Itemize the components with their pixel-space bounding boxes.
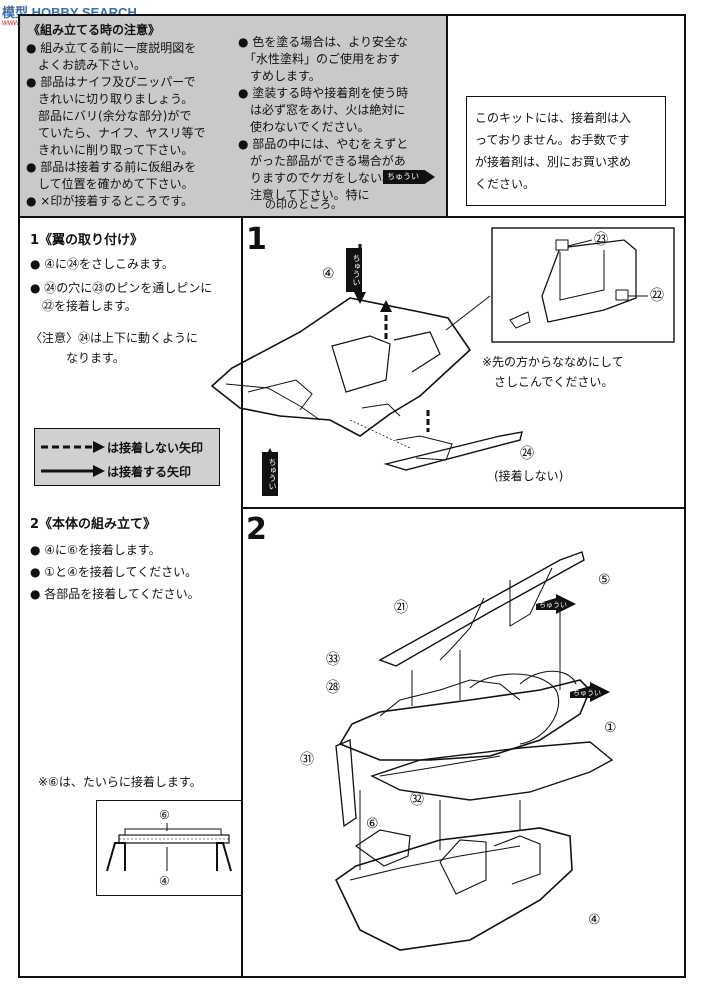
caution-tag-label: ちゅうい xyxy=(573,689,601,697)
divider-h1 xyxy=(20,216,684,218)
caution-tag: ちゅうい xyxy=(570,687,607,699)
precaution-item: 「水性塗料」のご使用をおす xyxy=(238,52,401,66)
divider-top xyxy=(446,16,448,216)
notice-line: ください。 xyxy=(475,177,536,191)
step1-note: 〈注意〉㉔は上下に動くように xyxy=(30,331,199,345)
caution-tag: ちゅうい xyxy=(536,599,573,611)
step1-note: なります。 xyxy=(30,351,125,365)
no-glue-label: (接着しない) xyxy=(494,469,564,483)
step1-item: ● ㉔の穴に㉓のピンを通しピンに xyxy=(30,281,213,295)
precaution-item: ● 塗装する時や接着剤を使う時 xyxy=(238,86,409,100)
part-label-24: ㉔ xyxy=(520,446,534,462)
precaution-item: りますのでケガをしない様、 xyxy=(238,171,407,185)
adhesive-notice: このキットには、接着剤は入 っておりません。お手数です が接着剤は、別にお買い求… xyxy=(466,96,666,206)
inset-label-4: ④ xyxy=(159,874,170,888)
precaution-item: 注意して下さい。特に xyxy=(238,188,370,202)
precaution-item: きれいに切り取りましょう。 xyxy=(26,92,194,106)
step2-item: ● ④に⑥を接着します。 xyxy=(30,543,161,557)
precautions-title: 《組み立てる時の注意》 xyxy=(28,23,161,37)
caution-tag-label: ちゅうい xyxy=(352,254,361,286)
legend-arrows xyxy=(41,441,105,477)
notice-line: このキットには、接着剤は入 xyxy=(475,111,632,125)
part-label-31: ㉛ xyxy=(300,752,314,768)
step1-item: ㉒を接着します。 xyxy=(30,299,137,313)
step2-item: ● 各部品を接着してください。 xyxy=(30,587,200,601)
precaution-item: ● 組み立てる前に一度説明図を xyxy=(26,41,197,55)
inset-label-6: ⑥ xyxy=(159,808,170,822)
part-label-5: ⑤ xyxy=(598,572,611,588)
part-label-28: ㉘ xyxy=(326,680,340,696)
caution-tag-label: ちゅうい xyxy=(387,172,419,181)
part-label-4: ④ xyxy=(322,266,335,282)
caution-tag-label: ちゅうい xyxy=(539,601,567,609)
cross-section-drawing xyxy=(106,823,232,872)
divider-v xyxy=(241,218,243,976)
detail-note: さしこんでください。 xyxy=(482,375,614,389)
notice-line: っておりません。お手数です xyxy=(475,133,630,147)
caution-tag-vertical: ちゅうい xyxy=(262,452,278,496)
step1-title: 1《翼の取り付け》 xyxy=(30,233,144,248)
step1-item: ● ④に㉔をさしこみます。 xyxy=(30,257,174,271)
detail-note: ※先の方からななめにして xyxy=(482,355,624,369)
caution-tag-label: ちゅうい xyxy=(268,458,277,490)
part-label-21: ㉑ xyxy=(394,600,408,616)
legend-dashed-label: は接着しない矢印 xyxy=(107,441,204,455)
legend-solid-label: は接着する矢印 xyxy=(107,465,192,479)
cross-section-inset: ⑥ ④ xyxy=(96,800,242,896)
precaution-item: 部品にバリ(余分な部分)がで xyxy=(26,109,192,123)
notice-line: が接着剤は、別にお買い求め xyxy=(475,155,632,169)
page-frame xyxy=(18,14,686,978)
step1-number: 1 xyxy=(246,222,267,257)
precaution-item: して位置を確かめて下さい。 xyxy=(26,177,194,191)
part-label-22: ㉒ xyxy=(650,288,664,304)
step2-item: ● ①と④を接着してください。 xyxy=(30,565,198,579)
precautions-panel xyxy=(20,16,446,216)
precaution-item: ● 部品の中には、やむをえずと xyxy=(238,137,409,151)
precaution-item: の印のところ。 xyxy=(254,198,342,211)
part-label-23: ㉓ xyxy=(594,232,608,248)
precaution-item: 使わないでください。 xyxy=(238,120,370,134)
precaution-item: がった部品ができる場合があ xyxy=(238,154,406,168)
precaution-item: ていたら、ナイフ、ヤスリ等で xyxy=(26,126,206,140)
step2-title: 2《本体の組み立て》 xyxy=(30,517,157,532)
part-label-6: ⑥ xyxy=(366,816,379,832)
precaution-item: すめします。 xyxy=(238,69,321,83)
precaution-item: きれいに削り取って下さい。 xyxy=(26,143,194,157)
step2-note: ※⑥は、たいらに接着します。 xyxy=(38,775,202,789)
part-label-33: ㉝ xyxy=(326,652,340,668)
part-label-32: ㉜ xyxy=(410,792,424,808)
precaution-item: は必ず窓をあけ、火は絶対に xyxy=(238,103,406,117)
part-label-1: ① xyxy=(604,720,617,736)
caution-tag-vertical: ちゅうい xyxy=(346,248,362,292)
precaution-item: よくお読み下さい。 xyxy=(26,58,147,72)
caution-arrow-tag: ちゅうい xyxy=(383,170,435,184)
part-label-4b: ④ xyxy=(588,912,601,928)
precaution-item: ● 部品はナイフ及びニッパーで xyxy=(26,75,196,89)
arrow-legend: は接着しない矢印 は接着する矢印 xyxy=(34,428,220,486)
precaution-item: ● ×印が接着するところです。 xyxy=(26,194,194,208)
precaution-item: ● 色を塗る場合は、より安全な xyxy=(238,35,409,49)
precaution-item: ● 部品は接着する前に仮組みを xyxy=(26,160,197,174)
step2-number: 2 xyxy=(246,512,267,547)
divider-h2 xyxy=(241,507,684,509)
